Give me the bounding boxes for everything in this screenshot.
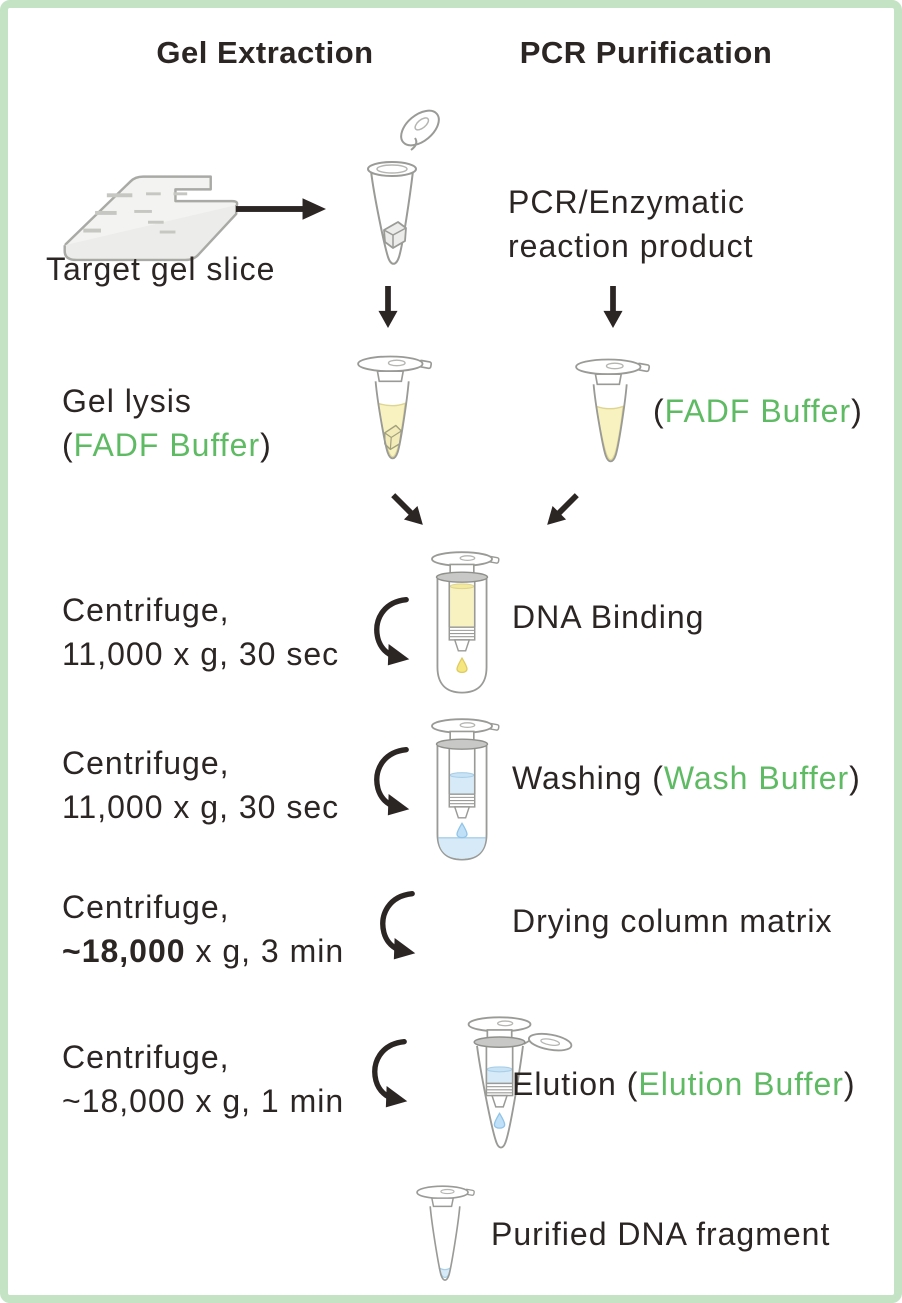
elution-centrifuge-line2: ~18,000 x g, 1 min: [62, 1083, 345, 1119]
elution-centrifuge-line1: Centrifuge,: [62, 1039, 230, 1075]
paren: (: [62, 427, 74, 463]
elution-label: Elution (Elution Buffer): [512, 1066, 856, 1103]
washing-label-prefix: Washing (: [512, 760, 664, 796]
drying-label: Drying column matrix: [512, 903, 833, 939]
diagonal-arrow-left-icon: [391, 493, 423, 525]
paren: ): [843, 1066, 856, 1102]
drying-centrifuge-line1: Centrifuge,: [62, 889, 230, 925]
paren: (: [653, 393, 665, 429]
closed-tube-yellow-icon: [575, 358, 651, 463]
gel-lysis-buffer-label: (FADF Buffer): [62, 427, 272, 464]
fadf-buffer-text: FADF Buffer: [73, 427, 261, 463]
dna-binding-label: DNA Binding: [512, 599, 705, 635]
column-header-pcr-purification: PCR Purification: [519, 35, 773, 70]
fadf-buffer-text: FADF Buffer: [664, 393, 852, 429]
right-arrow-icon: [236, 198, 326, 220]
elution-label-prefix: Elution (: [512, 1066, 639, 1102]
curved-arrow-icon: [374, 597, 410, 666]
column-header-gel-extraction: Gel Extraction: [156, 35, 374, 70]
down-arrow-icon: [378, 286, 398, 328]
washing-centrifuge-line2: 11,000 x g, 30 sec: [62, 789, 340, 825]
curved-arrow-icon: [380, 891, 416, 960]
fadf-buffer-right-label: (FADF Buffer): [653, 393, 863, 430]
open-tube-gel-slice-icon: [367, 109, 440, 265]
binding-centrifuge-line2: 11,000 x g, 30 sec: [62, 636, 340, 672]
spin-column-washing-icon: [431, 718, 500, 861]
pcr-product-label-line2: reaction product: [508, 228, 754, 264]
rcf-bold-text: ~18,000: [62, 933, 186, 969]
purified-dna-label: Purified DNA fragment: [491, 1216, 831, 1252]
washing-centrifuge-line1: Centrifuge,: [62, 745, 230, 781]
paren: ): [260, 427, 272, 463]
paren: ): [851, 393, 863, 429]
elution-buffer-text: Elution Buffer: [638, 1066, 844, 1102]
down-arrow-icon: [603, 286, 623, 328]
washing-label: Washing (Wash Buffer): [512, 760, 861, 797]
paren: ): [849, 760, 861, 796]
binding-centrifuge-line1: Centrifuge,: [62, 592, 230, 628]
pcr-product-label-line1: PCR/Enzymatic: [508, 184, 746, 220]
spin-column-binding-icon: [431, 551, 500, 694]
purified-tube-icon: [416, 1185, 475, 1281]
closed-tube-yellow-gel-icon: [357, 355, 433, 460]
diagonal-arrow-right-icon: [547, 493, 579, 525]
gel-slab-icon: [63, 175, 239, 262]
gel-lysis-label: Gel lysis: [62, 383, 192, 419]
drying-centrifuge-line2: ~18,000 x g, 3 min: [62, 933, 344, 970]
curved-arrow-icon: [374, 747, 410, 816]
target-gel-slice-label: Target gel slice: [46, 251, 276, 287]
curved-arrow-icon: [372, 1039, 408, 1108]
rcf-rest-text: x g, 3 min: [185, 933, 345, 969]
elution-assembly-icon: [467, 1016, 573, 1149]
wash-buffer-text: Wash Buffer: [663, 760, 850, 796]
